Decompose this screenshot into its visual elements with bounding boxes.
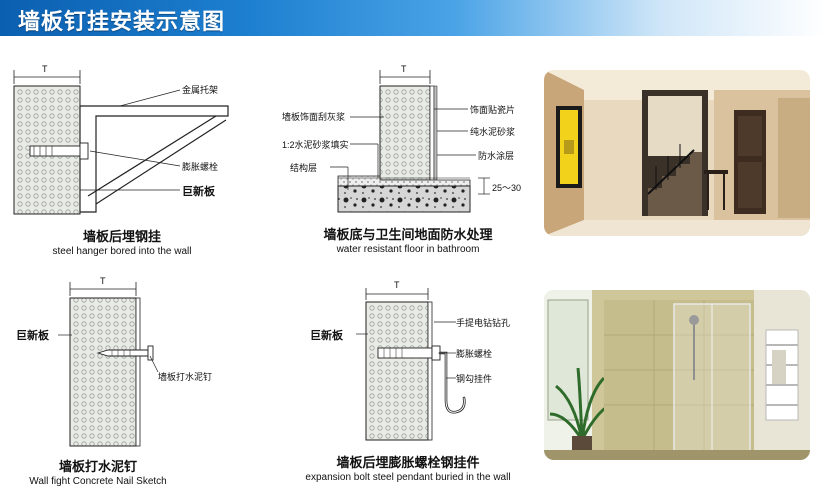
hallway-illustration [544, 70, 810, 236]
d4-bolt-label: 膨胀螺栓 [456, 349, 493, 359]
hallway-stair-photo [544, 70, 810, 236]
d4-caption: 墙板后埋膨胀螺栓钢挂件 expansion bolt steel pendant… [290, 452, 526, 483]
diagram-steel-hanger [13, 70, 229, 215]
d1-caption-en: steel hanger bored into the wall [52, 246, 192, 257]
d2-mortar-label: 1:2水泥砂浆填实 [282, 140, 349, 150]
page-title: 墙板钉挂安装示意图 [18, 9, 226, 34]
d2-caption-en: water resistant floor in bathroom [336, 244, 480, 255]
d1-caption: 墙板后埋钢挂 steel hanger bored into the wall [0, 226, 244, 257]
d4-caption-zh: 墙板后埋膨胀螺栓钢挂件 [336, 455, 480, 470]
d3-nail-label: 墙板打水泥钉 [158, 372, 213, 382]
d2-caption: 墙板底与卫生间地面防水处理 water resistant floor in b… [290, 224, 526, 255]
d4-board-label: 巨新板 [310, 330, 343, 342]
d3-dimension-label: T [100, 276, 106, 286]
d2-thickness-label: 25～30 [492, 183, 522, 193]
d2-tile-label: 饰面贴瓷片 [470, 105, 516, 115]
d3-caption: 墙板打水泥钉 Wall fight Concrete Nail Sketch [10, 456, 186, 487]
d1-bracket-label: 金属托架 [182, 85, 219, 95]
d4-drill-label: 手提电钻钻孔 [456, 318, 511, 328]
d1-dimension-label: T [42, 64, 48, 74]
d3-board-label: 巨新板 [16, 330, 49, 342]
d2-waterproof-label: 防水涂层 [478, 151, 515, 161]
page-header: 墙板钉挂安装示意图 [0, 0, 826, 36]
d1-bolt-label: 膨胀螺栓 [182, 162, 219, 172]
diagram-concrete-nail [58, 282, 159, 447]
d3-caption-zh: 墙板打水泥钉 [58, 459, 137, 474]
diagram-waterproof-floor [330, 70, 490, 213]
d4-dimension-label: T [394, 280, 400, 290]
bathroom-illustration [544, 290, 810, 460]
d4-hook-label: 钢勾挂件 [456, 374, 493, 384]
d2-structure-label: 结构层 [290, 163, 318, 173]
d1-caption-zh: 墙板后埋钢挂 [82, 229, 161, 244]
d4-caption-en: expansion bolt steel pendant buried in t… [305, 472, 511, 483]
d2-dimension-label: T [401, 64, 407, 74]
d3-caption-en: Wall fight Concrete Nail Sketch [29, 476, 167, 487]
d2-caption-zh: 墙板底与卫生间地面防水处理 [323, 227, 493, 242]
d2-cement-label: 纯水泥砂浆 [470, 127, 516, 137]
diagram-expansion-bolt-hook [356, 288, 466, 441]
d2-putty-label: 墙板饰面刮灰浆 [282, 112, 346, 122]
bathroom-shower-photo [544, 290, 810, 460]
d1-board-label: 巨新板 [182, 186, 215, 198]
